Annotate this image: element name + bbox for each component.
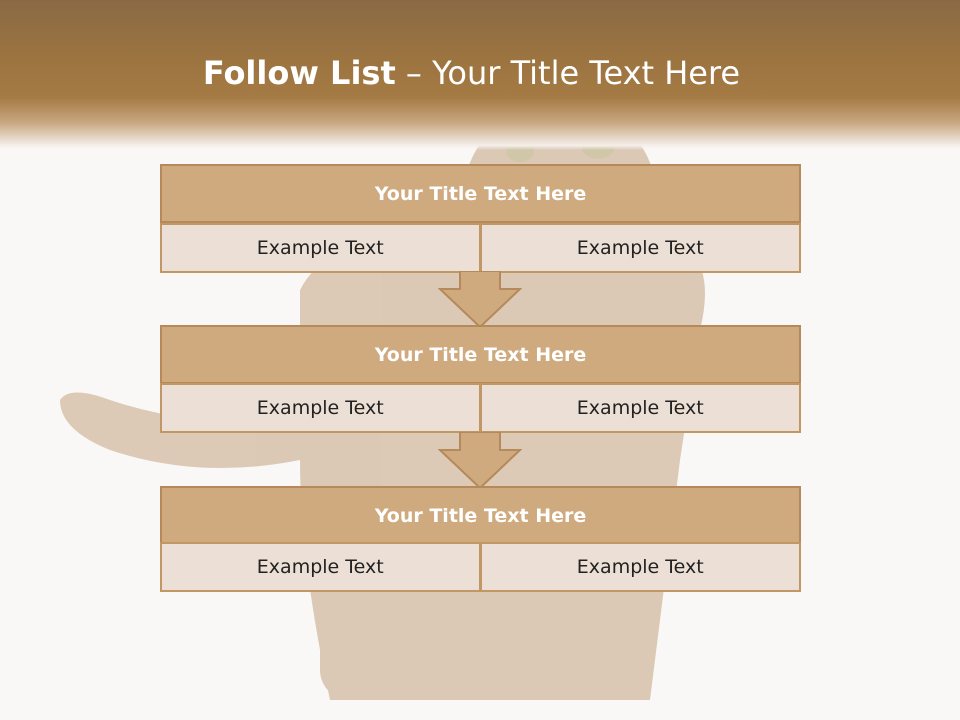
title-separator: – <box>405 54 422 92</box>
block-title: Your Title Text Here <box>160 486 801 545</box>
title-rest: Your Title Text Here <box>432 54 741 92</box>
block-row: Example Text Example Text <box>160 542 801 592</box>
block-cell: Example Text <box>480 223 801 273</box>
down-arrow-icon <box>438 432 522 490</box>
header-band <box>0 0 960 150</box>
block-cell: Example Text <box>160 383 481 433</box>
slide-title: Follow List – Your Title Text Here <box>0 54 943 92</box>
down-arrow-icon <box>438 271 522 329</box>
block-row: Example Text Example Text <box>160 223 801 273</box>
block-cell: Example Text <box>480 542 801 592</box>
block-title: Your Title Text Here <box>160 325 801 384</box>
title-bold: Follow List <box>202 54 396 92</box>
block-cell: Example Text <box>480 383 801 433</box>
block-cell: Example Text <box>160 542 481 592</box>
block-title: Your Title Text Here <box>160 164 801 223</box>
block-row: Example Text Example Text <box>160 383 801 433</box>
block-cell: Example Text <box>160 223 481 273</box>
